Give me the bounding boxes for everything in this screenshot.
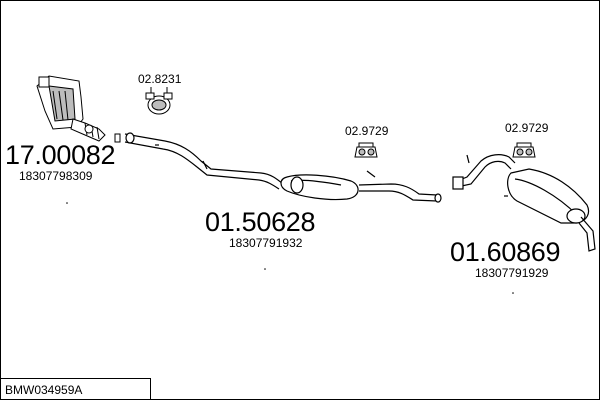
- rubber-hanger-2-part: [512, 142, 536, 158]
- middle-pipe-part-number: 01.50628: [205, 207, 316, 237]
- rear-silencer-part: [452, 154, 596, 252]
- clamp-part-number: 02.8231: [138, 72, 182, 86]
- rear-silencer-part-number: 01.60869: [450, 237, 561, 267]
- catalytic-converter-part: [36, 75, 106, 142]
- clamp-part: [145, 87, 173, 115]
- hanger-2-part-number: 02.9729: [505, 121, 549, 135]
- reference-dot: [66, 202, 68, 204]
- system-code: BMW034959A: [5, 383, 83, 397]
- catalyst-oe-number: 18307798309: [19, 169, 93, 183]
- reference-dot: [264, 268, 266, 270]
- hanger-1-part-number: 02.9729: [345, 124, 389, 138]
- rear-silencer-oe-number: 18307791929: [475, 266, 549, 280]
- rubber-hanger-1-part: [354, 142, 378, 158]
- reference-dot: [512, 292, 514, 294]
- pipe-connector-part: [114, 133, 121, 143]
- middle-pipe-silencer-part: [124, 132, 442, 203]
- catalyst-part-number: 17.00082: [5, 140, 116, 170]
- system-code-box: BMW034959A: [1, 378, 151, 399]
- middle-pipe-oe-number: 18307791932: [229, 236, 303, 250]
